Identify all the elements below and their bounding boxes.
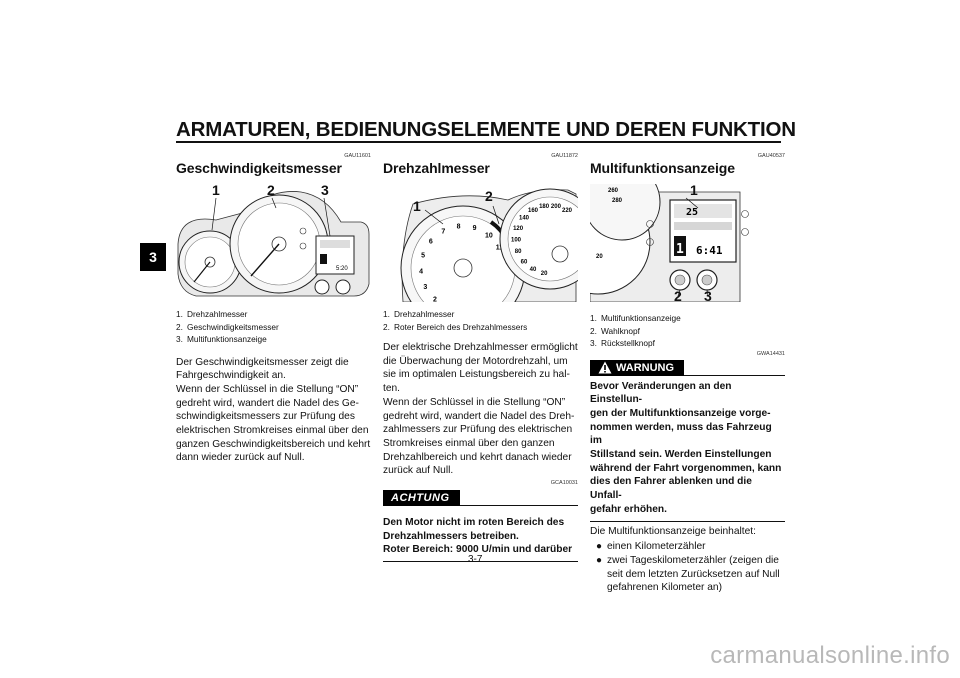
warning-code: GWA14431 bbox=[756, 350, 785, 357]
section-code: GAU11601 bbox=[344, 153, 371, 159]
multifunction-figure: 260 280 20 25 1 6:41 1 2 3 bbox=[590, 182, 785, 304]
callout-1: 1 bbox=[212, 182, 220, 198]
gauge-tick-label: 220 bbox=[562, 208, 573, 214]
figure-captions: 1.Drehzahlmesser 2.Geschwindigkeitsmesse… bbox=[176, 308, 371, 346]
svg-text:280: 280 bbox=[612, 198, 623, 204]
section-code: GAU40537 bbox=[757, 153, 785, 159]
page-number: 3-7 bbox=[468, 554, 483, 565]
gauge-tick-label: 4 bbox=[419, 268, 423, 275]
section-title: Geschwindigkeitsmesser bbox=[176, 160, 342, 176]
list-item: ●einen Kilometerzähler bbox=[590, 540, 785, 554]
body-paragraph: Der elektrische Drehzahlmesser ermöglich… bbox=[383, 342, 578, 477]
gauge-tick-label: 40 bbox=[530, 267, 537, 273]
warning-triangle-icon bbox=[598, 361, 612, 374]
caption-item: 2.Wahlknopf bbox=[590, 325, 640, 336]
svg-text:20: 20 bbox=[596, 254, 603, 260]
section-title: Drehzahlmesser bbox=[383, 160, 490, 176]
gauge-tick-label: 200 bbox=[551, 204, 562, 210]
tach-tick-labels: 1234567891011 bbox=[419, 224, 503, 302]
notice-header: ACHTUNG bbox=[383, 490, 578, 507]
gauge-tick-label: 8 bbox=[457, 224, 461, 231]
callout-3: 3 bbox=[321, 182, 329, 198]
caution-badge: ACHTUNG bbox=[383, 490, 460, 507]
section-speedometer: GAU11601 Geschwindigkeitsmesser 5:20 1 bbox=[176, 152, 371, 465]
gauge-tick-label: 6 bbox=[429, 239, 433, 246]
callout-3: 3 bbox=[704, 288, 712, 304]
gauge-tick-label: 11 bbox=[496, 245, 504, 252]
gauge-tick-label: 60 bbox=[521, 259, 528, 265]
gauge-tick-label: 3 bbox=[423, 284, 427, 291]
caption-item: 3.Rückstellknopf bbox=[590, 338, 655, 348]
display-time: 6:41 bbox=[696, 244, 723, 257]
display-gear: 1 bbox=[676, 242, 684, 257]
figure-captions: 1.Drehzahlmesser 2.Roter Bereich des Dre… bbox=[383, 308, 578, 333]
gauge-tick-label: 7 bbox=[441, 228, 445, 235]
display-temp: 25 bbox=[686, 207, 698, 218]
callout-2: 2 bbox=[267, 182, 275, 198]
gauge-tick-label: 80 bbox=[515, 249, 522, 255]
gauge-tick-label: 20 bbox=[541, 271, 548, 277]
gauge-tick-label: 180 bbox=[539, 204, 550, 210]
callout-2: 2 bbox=[674, 288, 682, 304]
caption-item: 3.Multifunktionsanzeige bbox=[176, 334, 267, 344]
gauge-tick-label: 100 bbox=[511, 238, 522, 244]
chapter-tab: 3 bbox=[140, 243, 166, 271]
gauge-tick-label: 10 bbox=[485, 232, 493, 239]
title-rule bbox=[176, 141, 781, 143]
gauge-tick-label: 140 bbox=[519, 216, 530, 222]
warning-badge: WARNUNG bbox=[590, 359, 685, 376]
bullet-icon: ● bbox=[596, 554, 603, 566]
caption-item: 1.Drehzahlmesser bbox=[176, 309, 248, 319]
figure-captions: 1.Multifunktionsanzeige 2.Wahlknopf 3.Rü… bbox=[590, 312, 785, 350]
callout-2: 2 bbox=[485, 188, 493, 204]
notice-header: WARNUNG bbox=[590, 359, 785, 376]
notice-rule bbox=[684, 374, 785, 376]
gauge-tick-label: 2 bbox=[433, 297, 437, 302]
feature-list: ●einen Kilometerzähler ●zwei Tageskilome… bbox=[590, 540, 785, 595]
callout-1: 1 bbox=[413, 198, 421, 214]
gauge-tick-label: 5 bbox=[421, 253, 425, 260]
caption-item: 1.Drehzahlmesser bbox=[383, 309, 455, 319]
gauge-tick-label: 120 bbox=[513, 226, 524, 232]
watermark: carmanualsonline.info bbox=[710, 642, 950, 669]
section-title: Multifunktionsanzeige bbox=[590, 160, 735, 176]
gauge-tick-label: 160 bbox=[528, 208, 539, 214]
svg-text:5:20: 5:20 bbox=[336, 266, 348, 272]
page-title: ARMATUREN, BEDIENUNGSELEMENTE UND DEREN … bbox=[176, 118, 796, 141]
bullet-icon: ● bbox=[596, 541, 603, 553]
caption-item: 2.Roter Bereich des Drehzahlmessers bbox=[383, 321, 528, 332]
caption-item: 1.Multifunktionsanzeige bbox=[590, 313, 681, 323]
svg-text:260: 260 bbox=[608, 188, 619, 194]
section-multifunction: GAU40537 Multifunktionsanzeige 260 280 2… bbox=[590, 152, 785, 595]
callout-1: 1 bbox=[690, 182, 698, 198]
caption-item: 2.Geschwindigkeitsmesser bbox=[176, 321, 279, 332]
notice-rule bbox=[459, 505, 578, 507]
notice-code: GCA10031 bbox=[550, 480, 578, 487]
warning-text: Bevor Veränderungen an den Einstellun-ge… bbox=[590, 380, 785, 522]
instrument-cluster-figure: 5:20 1 2 3 bbox=[176, 182, 371, 302]
section-code: GAU11872 bbox=[551, 153, 578, 159]
gauge-tick-label: 9 bbox=[473, 225, 477, 232]
intro-text: Die Multifunktionsanzeige beinhaltet: bbox=[590, 525, 756, 537]
